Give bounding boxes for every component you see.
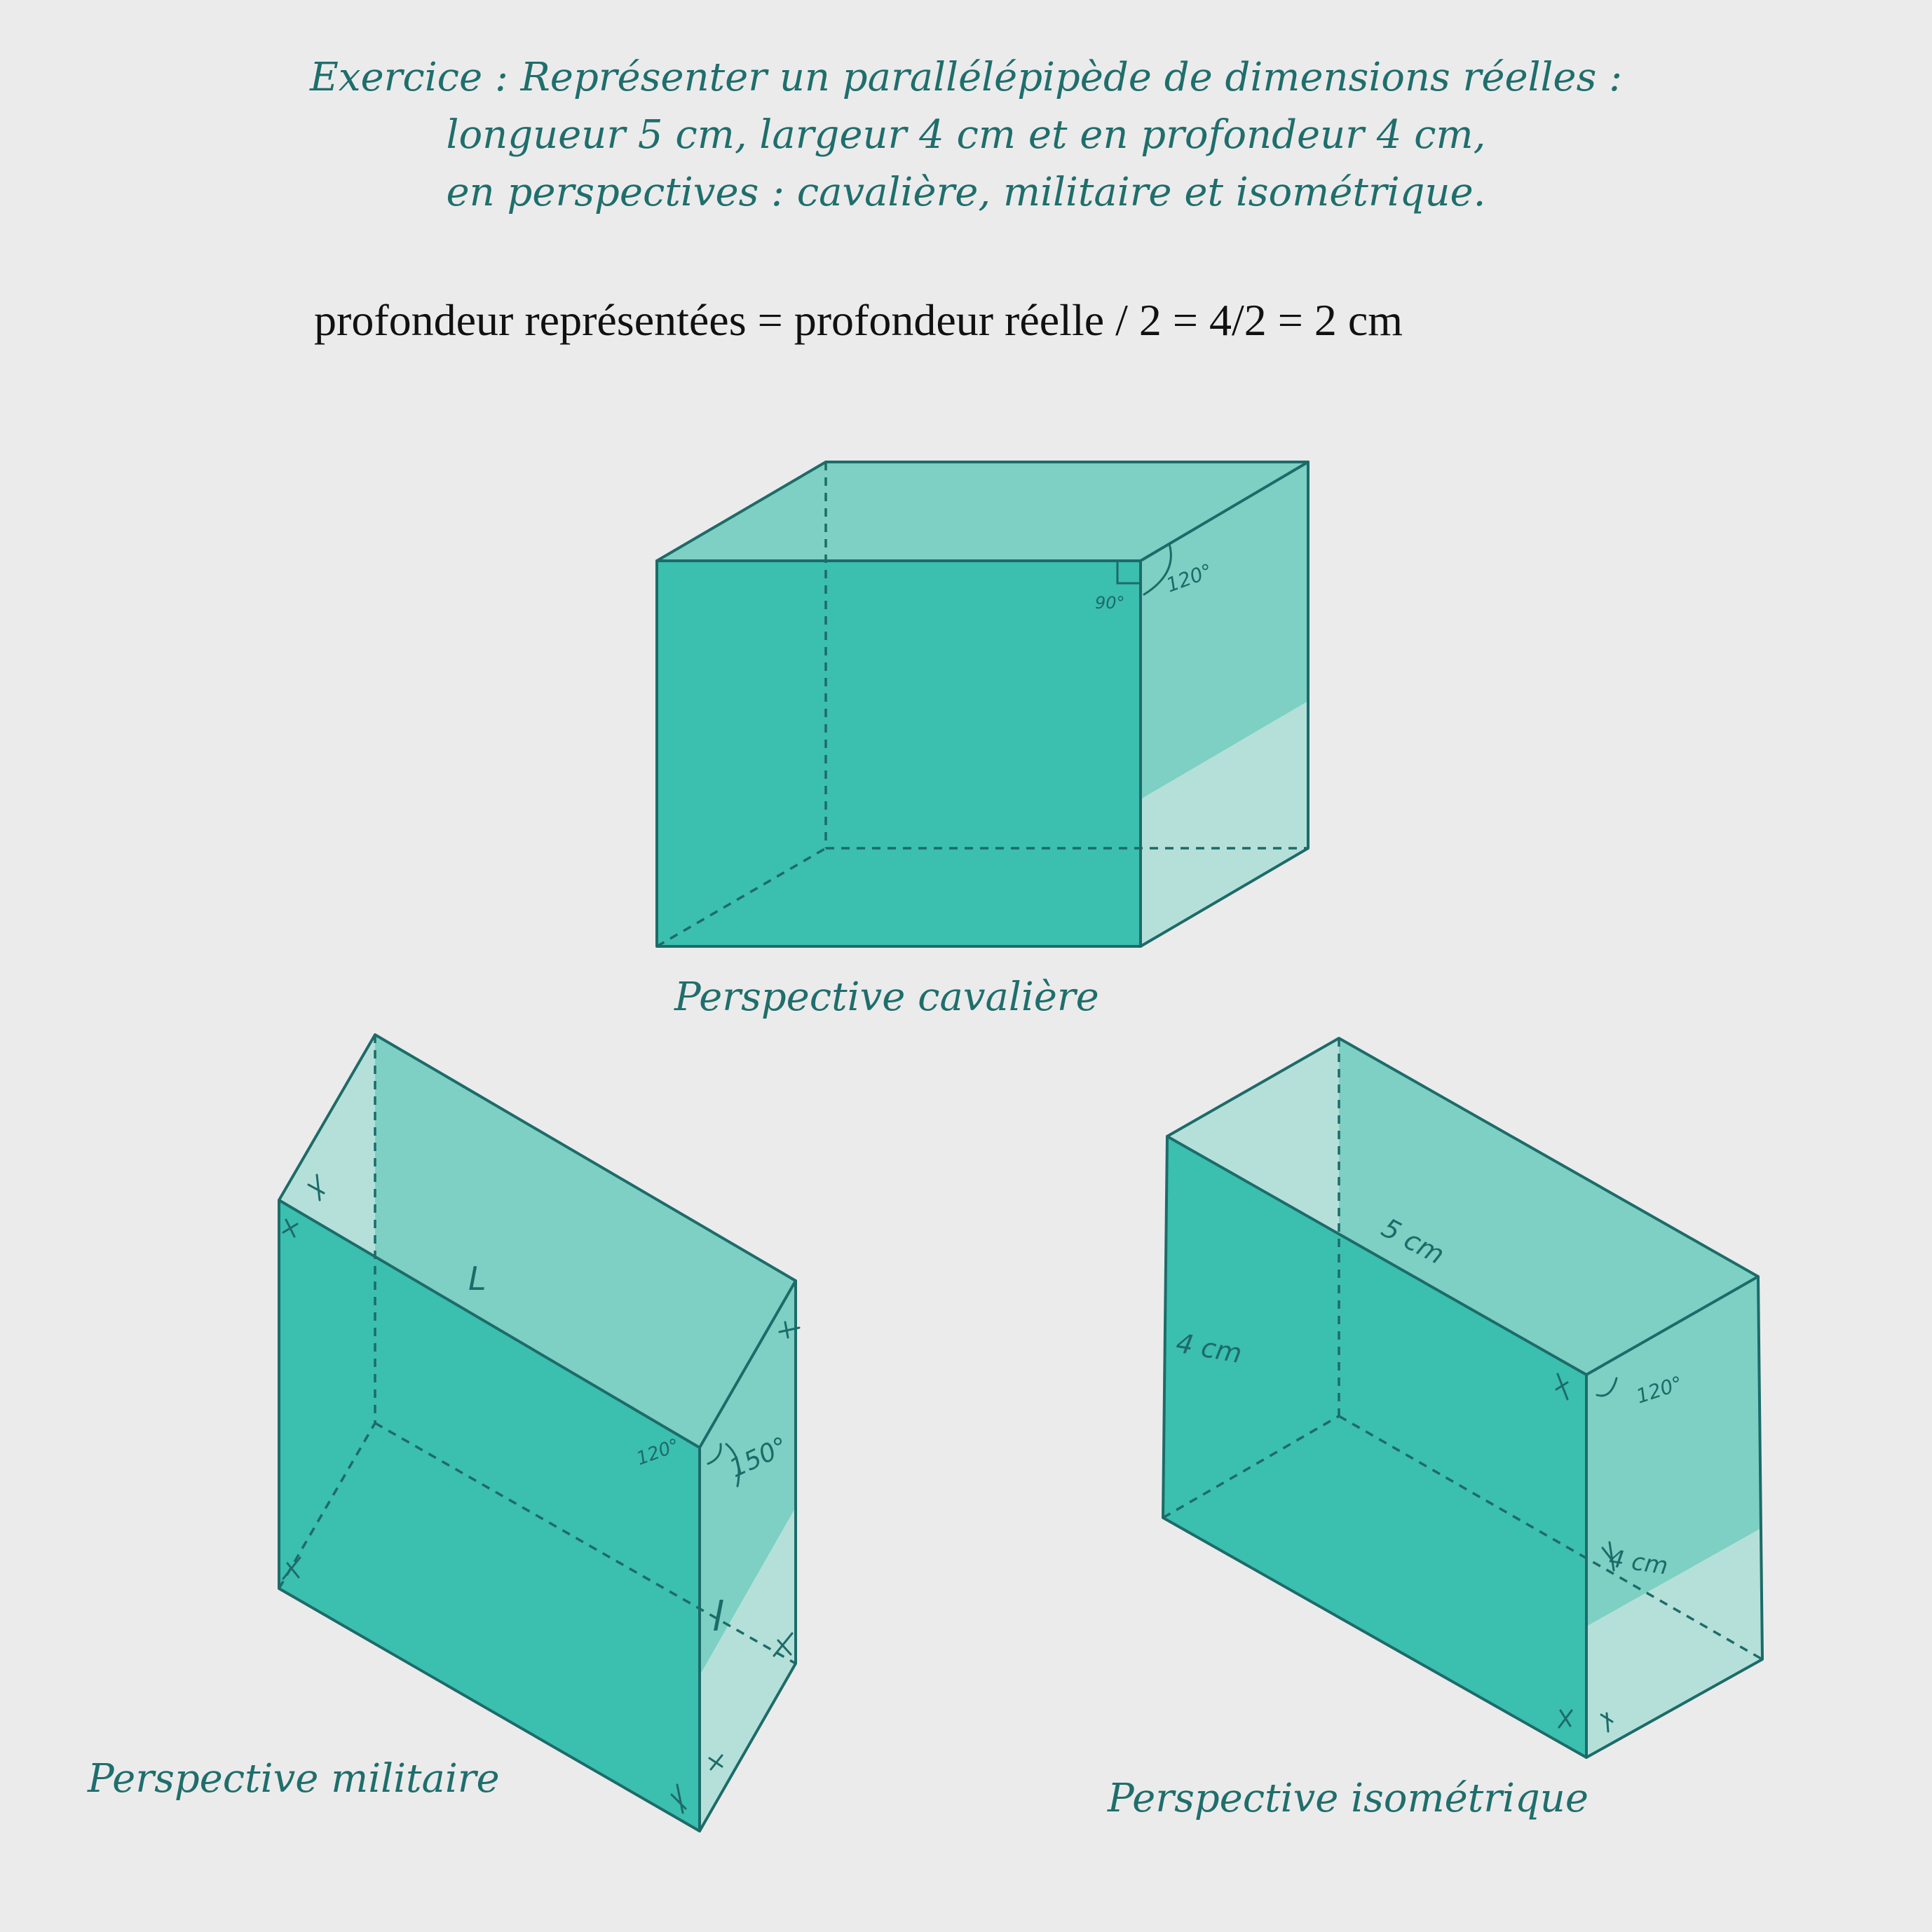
iso-angle-arc: [1596, 1377, 1618, 1397]
mil-label-L: L: [468, 1260, 487, 1298]
mil-hidden-left-bottom: [278, 1422, 376, 1589]
figure-militaire: L l 120° 150°: [278, 1033, 801, 1832]
caption-militaire: Perspective militaire: [88, 1756, 500, 1802]
cav-top-face: [657, 462, 1308, 561]
iso-top-face-inner: [1339, 1038, 1758, 1375]
mil-tick-2: [282, 1218, 299, 1238]
exercise-line-3: en perspectives : cavalière, militaire e…: [446, 170, 1486, 215]
iso-right-face-upper: [1586, 1277, 1761, 1626]
caption-isometrique: Perspective isométrique: [1108, 1776, 1589, 1821]
iso-front-face: [1163, 1136, 1586, 1757]
mil-front-face: [279, 1200, 700, 1831]
mil-hidden-back-bottom: [374, 1422, 796, 1665]
iso-tick-3: [1600, 1712, 1614, 1733]
mil-tick-7: [670, 1783, 687, 1814]
cav-right-face-upper: [1141, 462, 1308, 799]
mil-angle-arc-b: [725, 1443, 740, 1488]
mil-tick-4: [778, 1321, 801, 1339]
mil-top-face: [279, 1035, 796, 1448]
iso-hidden-left-bottom: [1162, 1415, 1340, 1519]
mil-tick-5: [773, 1632, 794, 1657]
figure-isometrique: 5 cm 4 cm 4 cm 120°: [1162, 1037, 1764, 1759]
mil-label-l: l: [712, 1593, 723, 1640]
caption-cavaliere: Perspective cavalière: [674, 974, 1099, 1020]
cav-angle-90: 90°: [1095, 593, 1125, 613]
iso-hidden-back-bottom: [1338, 1415, 1763, 1661]
mil-tick-3: [282, 1556, 301, 1580]
exercise-statement: Exercice : Représenter un parallélépipèd…: [0, 49, 1932, 222]
mil-tick-6: [708, 1754, 723, 1771]
iso-tick-2: [1558, 1709, 1573, 1729]
exercise-line-2: longueur 5 cm, largeur 4 cm et en profon…: [446, 112, 1486, 158]
cav-hidden-depth: [656, 847, 826, 948]
cav-right-angle-mark: [1116, 559, 1142, 585]
cav-obtuse-angle-arc: [1143, 543, 1172, 596]
mil-right-face-upper: [700, 1281, 796, 1675]
exercise-line-1: Exercice : Représenter un parallélépipèd…: [310, 55, 1622, 100]
figure-cavaliere: 90° 120°: [655, 461, 1309, 948]
iso-tick-4: [1601, 1541, 1615, 1572]
depth-formula: profondeur représentées = profondeur rée…: [314, 295, 1403, 345]
mil-tick-1: [307, 1174, 325, 1202]
iso-tick-1: [1555, 1373, 1569, 1401]
mil-angle-arc-a: [707, 1443, 722, 1465]
cav-front-face: [657, 561, 1141, 946]
